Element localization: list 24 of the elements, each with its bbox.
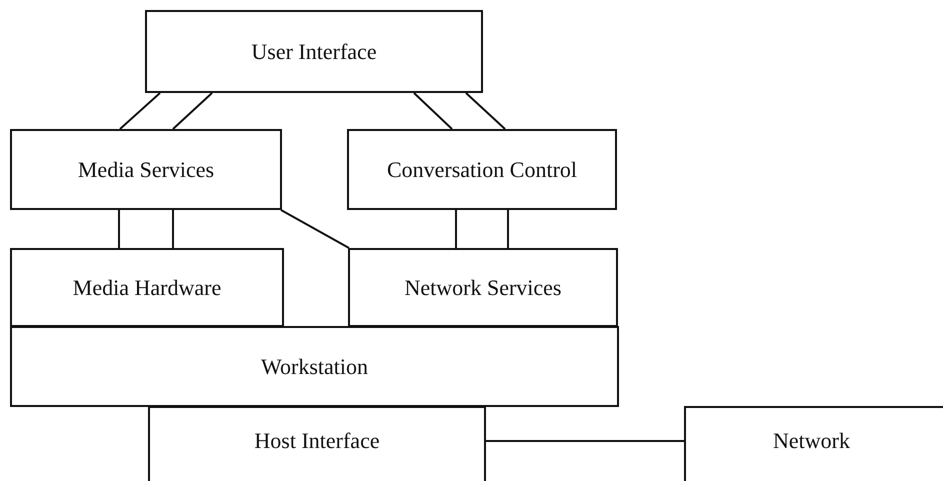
connector-line xyxy=(280,209,350,249)
connector-line xyxy=(507,210,509,248)
box-label: Host Interface xyxy=(254,428,380,454)
process-box xyxy=(145,10,483,93)
box-label: Conversation Control xyxy=(386,156,578,182)
connector-line xyxy=(119,92,161,130)
process-box xyxy=(10,248,284,327)
connector-line xyxy=(465,92,506,130)
box-label: Media Services xyxy=(78,156,214,182)
box-label: User Interface xyxy=(251,38,377,64)
connector-line xyxy=(486,440,684,442)
process-box xyxy=(348,248,618,327)
connector-line xyxy=(455,210,457,248)
box-label: Media Hardware xyxy=(72,274,222,300)
connector-line xyxy=(172,210,174,248)
process-box xyxy=(10,326,619,407)
box-label: Workstation xyxy=(261,354,368,380)
process-box xyxy=(347,129,617,210)
connector-line xyxy=(413,92,453,130)
box-label: Network xyxy=(773,428,850,454)
process-box xyxy=(10,129,282,210)
connector-line xyxy=(118,210,120,248)
connector-line xyxy=(172,92,213,130)
box-label: Network Services xyxy=(404,274,562,300)
